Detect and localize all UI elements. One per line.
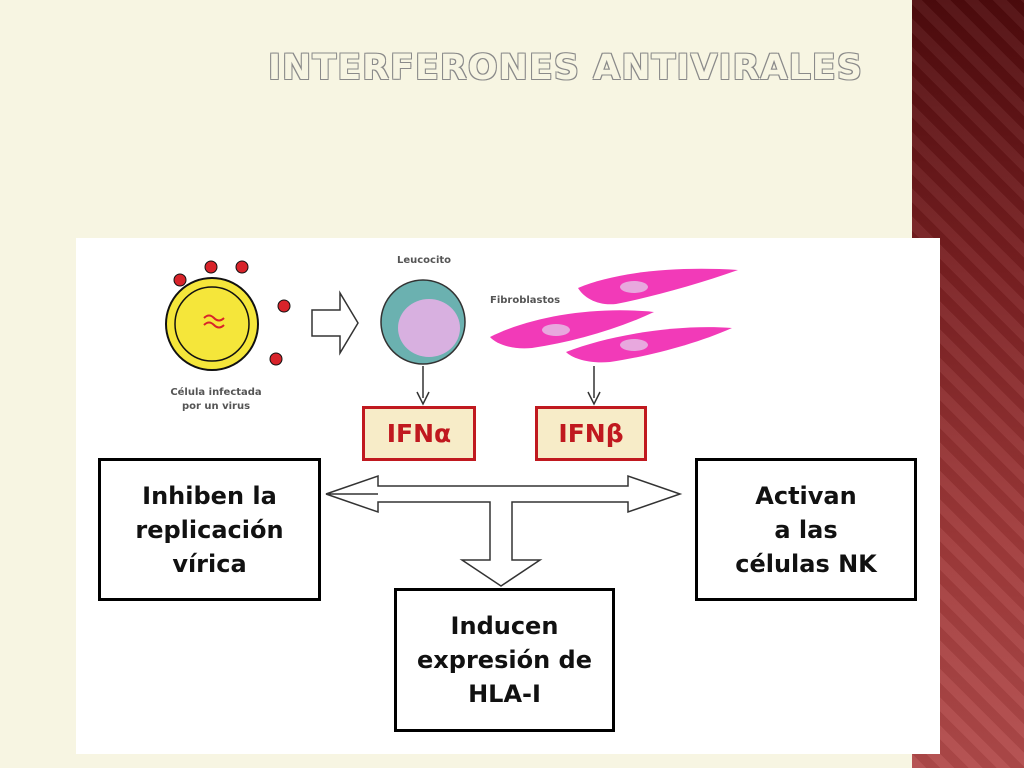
fibroblast-caption: Fibroblastos — [490, 295, 561, 306]
effect-box-activate-nk: Activan a las células NK — [695, 458, 917, 601]
three-way-hollow-arrow — [325, 474, 683, 587]
effect-text-inhibit: Inhiben la replicación vírica — [135, 481, 284, 578]
virus-particles — [173, 260, 291, 366]
infected-cell — [165, 277, 259, 371]
leucocyte-cell — [380, 279, 466, 365]
effect-box-induce-hla: Inducen expresión de HLA-I — [394, 588, 615, 732]
leucocyte-caption: Leucocito — [396, 255, 452, 266]
fibroblast-cells — [490, 268, 738, 363]
right-hollow-arrow — [311, 290, 359, 356]
ifn-alpha-box: IFNα — [362, 406, 476, 461]
effect-text-activate-nk: Activan a las células NK — [735, 481, 877, 578]
ifn-beta-label: IFNβ — [558, 419, 624, 448]
diagram-graphics — [165, 260, 738, 587]
slide-title: INTERFERONES ANTIVIRALES — [268, 48, 864, 88]
ifn-beta-arrow — [587, 366, 601, 406]
effect-box-inhibit: Inhiben la replicación vírica — [98, 458, 321, 601]
infected-cell-caption: Célula infectada por un virus — [170, 387, 262, 412]
effect-text-induce-hla: Inducen expresión de HLA-I — [417, 612, 592, 708]
ifn-alpha-label: IFNα — [386, 419, 452, 448]
ifn-beta-box: IFNβ — [535, 406, 647, 461]
ifn-alpha-arrow — [416, 366, 430, 406]
interferon-diagram: Leucocito Fibroblastos Célula infectada … — [76, 238, 940, 754]
